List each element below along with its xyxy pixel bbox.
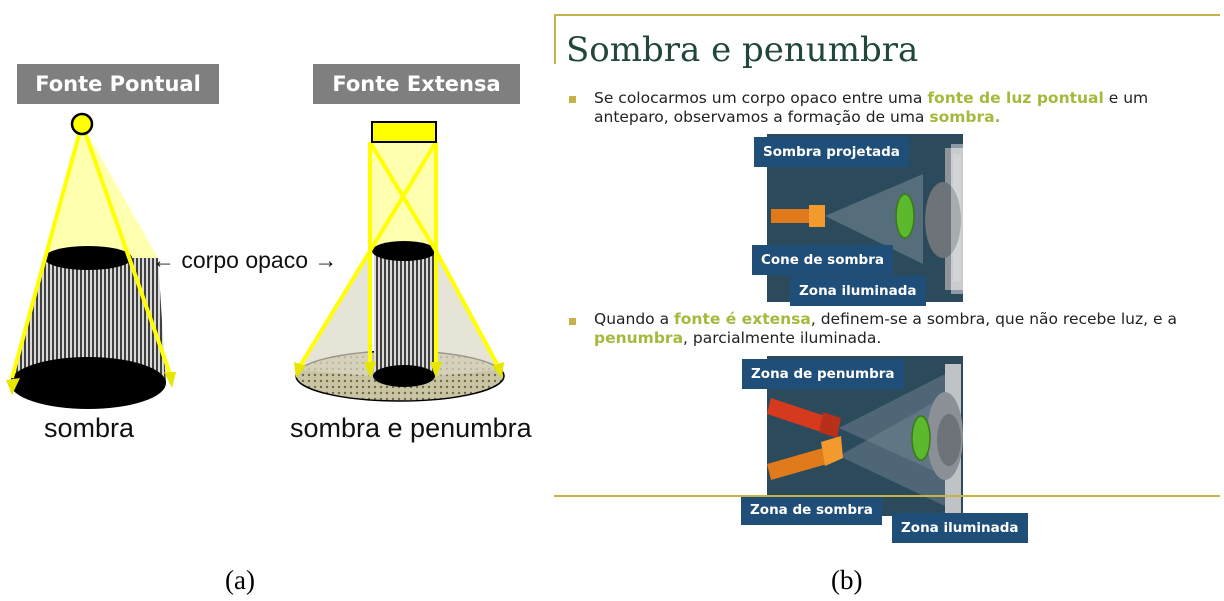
ray-arrow-left [6,378,20,395]
ext-ray-4 [368,140,438,253]
flashlight-head [809,205,825,227]
bullet-marker-2 [569,318,576,325]
screen-front [951,144,963,294]
bullet2-highlight-b: penumbra [594,329,684,347]
opaque-body-disc [44,246,132,270]
extended-opaque-body-disc [372,241,436,261]
umbra-column [374,251,436,376]
caption-b: (b) [831,565,863,595]
ext-arrow-4 [492,362,504,378]
red-flashlight [767,398,825,432]
umbra-shadow [937,414,961,466]
red-flashlight-head [819,412,841,438]
callout-zona-iluminada-bottom: Zona iluminada [892,513,1028,543]
extended-source-label: Fonte Extensa [313,64,520,104]
bullet1-highlight-b: sombra. [929,108,1001,126]
light-cone [825,174,923,264]
point-source-bulb [70,112,94,136]
shadow-ellipse [10,357,166,409]
top-rule-tick [554,14,556,64]
ext-ray-5 [298,249,372,368]
orange-flashlight-head [821,436,843,466]
slide-title: Sombra e penumbra [566,30,919,70]
callout-sombra-projetada: Sombra projetada [754,137,909,167]
ext-arrow-3 [294,362,306,378]
top-rule [554,14,1220,16]
bullet1-highlight-a: fonte de luz pontual [927,89,1104,107]
orange-flashlight [767,448,827,480]
umbra-region [10,258,166,383]
point-source-setup [6,112,176,409]
bullet2-text-c: , parcialmente iluminada. [683,329,882,347]
bullet1-text-a: Se colocarmos um corpo opaco entre uma [594,89,928,107]
bullet1-text-b: e um anteparo, observamos a formação de … [594,89,1149,126]
callout-zona-iluminada-top: Zona iluminada [790,276,926,306]
bullet-marker-1 [569,96,576,103]
callout-zona-de-penumbra: Zona de penumbra [742,359,904,389]
bottom-rule [554,495,1220,497]
shadow-diagram-svg [6,112,505,409]
bullet2-highlight-a: fonte é extensa [674,310,811,328]
callout-cone-de-sombra: Cone de sombra [752,245,893,275]
flashlight-body [771,209,811,223]
bullet-text-2: Quando a fonte é extensa, definem-se a s… [594,310,1224,348]
bullet2-text-b: , definem-se a sombra, que não recebe lu… [810,310,1177,328]
light-ray-left [10,123,84,379]
shadow-label: sombra [44,413,135,443]
point-source-label: Fonte Pontual [17,64,219,104]
extended-source-setup [294,121,505,402]
green-opaque-body-2 [911,415,931,461]
ext-arrow-1 [364,362,376,378]
opaque-body-label: ← corpo opaco → [152,247,338,273]
callout-zona-de-sombra: Zona de sombra [741,495,882,525]
extended-source-bar [371,121,437,143]
ext-ray-6 [434,250,500,367]
green-opaque-body [895,193,915,239]
ext-arrow-2 [430,362,442,378]
umbra-spot [373,365,435,387]
bullet2-text-a: Quando a [594,310,675,328]
shadow-penumbra-label: sombra e penumbra [290,413,532,443]
bullet-text-1: Se colocarmos um corpo opaco entre uma f… [594,89,1224,127]
ray-arrow-right [164,372,176,388]
light-ray-right [80,123,172,375]
caption-a: (a) [225,565,255,595]
